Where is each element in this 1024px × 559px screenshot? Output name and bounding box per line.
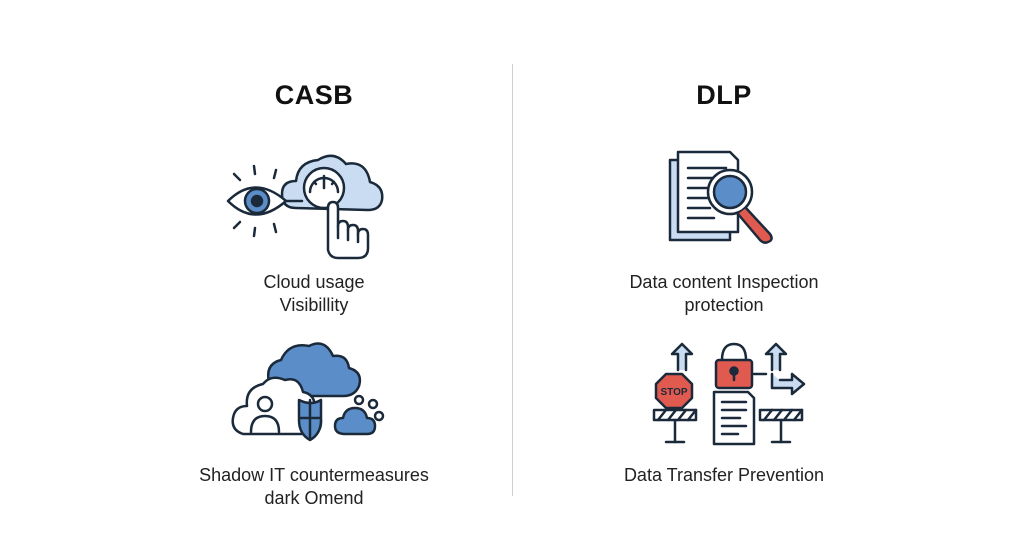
stop-lock-barrier-icon: STOP [652,342,806,446]
dlp-item-1-caption: Data content Inspection protection [629,272,819,315]
casb-title: CASB [274,80,354,110]
center-divider [512,64,513,496]
dlp-title: DLP [696,80,752,110]
dlp-column: DLP Data content Inspection protection [524,0,924,559]
casb-item-2-caption: Shadow IT countermeasures dark Omend [199,465,429,508]
casb-column: CASB [114,0,514,559]
cloud-user-shield-icon [231,342,385,442]
stop-sign-text: STOP [660,387,687,398]
eye-cloud-gauge-hand-icon [226,154,384,260]
casb-item-1-caption: Cloud usage Visibillity [263,272,365,315]
document-magnifier-icon [668,150,773,244]
dlp-item-2-caption: Data Transfer Prevention [623,465,825,485]
